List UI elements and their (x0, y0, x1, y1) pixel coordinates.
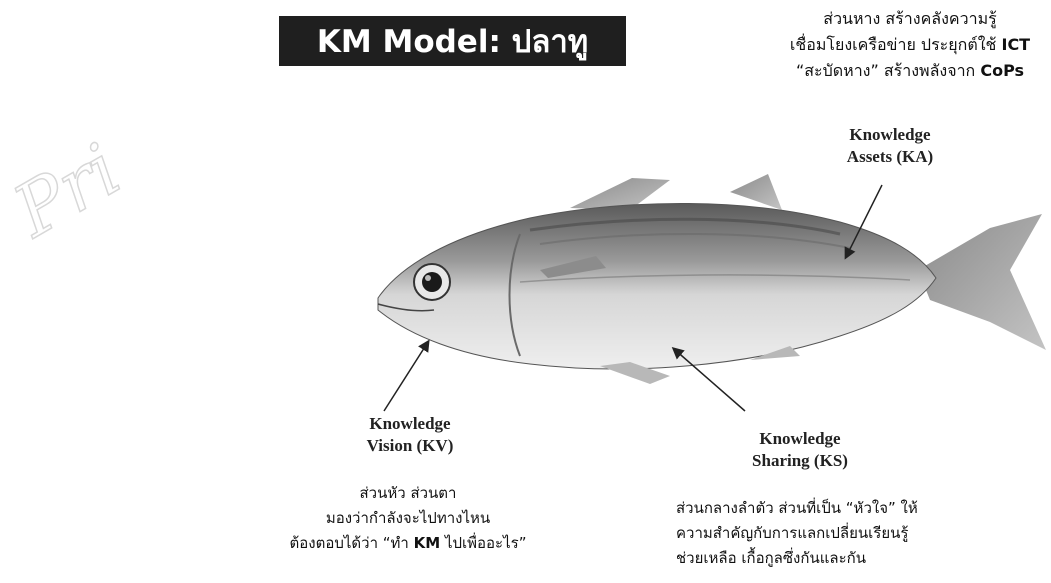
watermark: Pri (0, 100, 130, 280)
tail-line-2: เชื่อมโยงเครือข่าย ประยุกต์ใช้ ICT (789, 35, 1031, 54)
body-line-2: ความสำคัญกับการแลกเปลี่ยนเรียนรู้ (676, 524, 909, 542)
tail-fin (918, 214, 1046, 350)
tail-line-1: ส่วนหาง สร้างคลังความรู้ (823, 9, 997, 28)
dorsal-fin-2 (730, 174, 782, 210)
page-title: KM Model: ปลาทู (279, 16, 626, 66)
kv-arrow (383, 339, 430, 412)
fish-body (377, 203, 937, 370)
body-line-1: ส่วนกลางลำตัว ส่วนที่เป็น “หัวใจ” ให้ (676, 499, 918, 517)
body-description: ส่วนกลางลำตัว ส่วนที่เป็น “หัวใจ” ให้ คว… (676, 496, 1036, 571)
ka-arrow (844, 184, 883, 260)
head-line-1: ส่วนหัว ส่วนตา (359, 484, 457, 502)
head-description: ส่วนหัว ส่วนตา มองว่ากำลังจะไปทางไหน ต้อ… (238, 481, 578, 556)
tail-description: ส่วนหาง สร้างคลังความรู้ เชื่อมโยงเครือข… (760, 6, 1051, 84)
fish-illustration (377, 174, 1046, 384)
head-line-3: ต้องตอบได้ว่า “ทำ KM ไปเพื่ออะไร” (289, 534, 527, 552)
knowledge-sharing-label: Knowledge Sharing (KS) (752, 429, 848, 470)
knowledge-assets-label: Knowledge Assets (KA) (846, 125, 934, 166)
tail-line-3: “สะบัดหาง” สร้างพลังจาก CoPs (795, 61, 1025, 80)
head-line-2: มองว่ากำลังจะไปทางไหน (325, 509, 491, 527)
pectoral-fin (540, 256, 606, 278)
knowledge-vision-label: Knowledge Vision (KV) (366, 414, 454, 455)
body-line-3: ช่วยเหลือ เกื้อกูลซึ่งกันและกัน (676, 549, 866, 567)
dorsal-fin-1 (570, 178, 670, 210)
ks-arrow (671, 347, 746, 412)
